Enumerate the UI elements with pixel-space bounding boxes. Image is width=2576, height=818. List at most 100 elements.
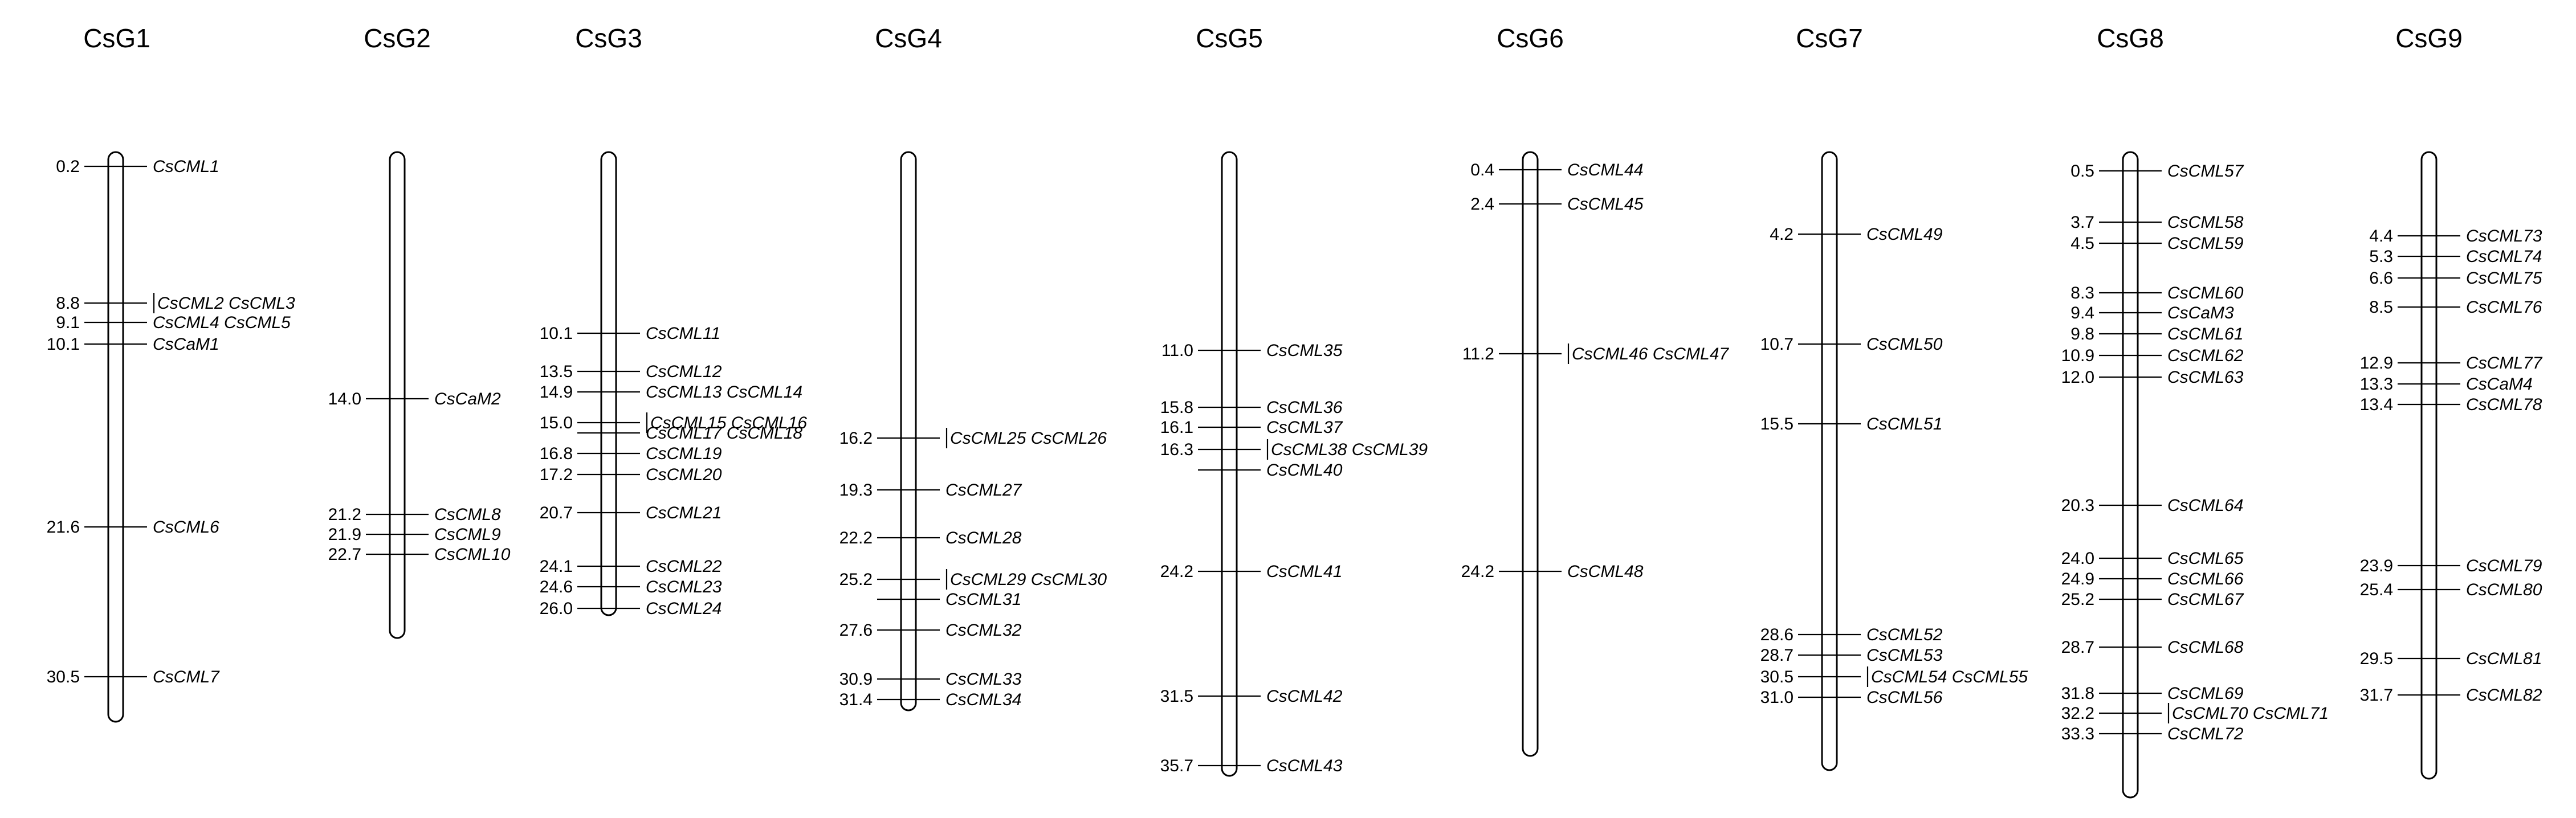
gene-label-csg4-3: CsCML29 CsCML30 <box>950 570 1107 589</box>
gene-label-csg5-7: CsCML43 <box>1266 756 1343 775</box>
position-label-csg3-2: 14.9 <box>540 383 573 402</box>
gene-label-csg9-4: CsCML77 <box>2466 354 2543 373</box>
gene-label-csg3-3: CsCML15 CsCML16 <box>650 414 807 432</box>
gene-label-csg3-8: CsCML22 <box>646 557 722 576</box>
gene-label-csg5-2: CsCML37 <box>1266 418 1343 437</box>
gene-name-cscml51: CsCML51 <box>1866 415 1942 433</box>
position-label-csg1-3: 10.1 <box>47 335 80 354</box>
position-label-csg8-14: 32.2 <box>2061 704 2094 723</box>
gene-label-csg8-14: CsCML70 CsCML71 <box>2172 704 2329 723</box>
gene-name-cscml58: CsCML58 <box>2167 213 2244 232</box>
gene-label-csg6-3: CsCML48 <box>1567 562 1644 581</box>
position-label-csg1-0: 0.2 <box>56 157 80 176</box>
gene-name-cscml33: CsCML33 <box>945 670 1022 689</box>
position-label-csg7-1: 10.7 <box>1760 335 1794 354</box>
position-label-csg3-7: 20.7 <box>540 504 573 522</box>
position-label-csg8-3: 8.3 <box>2070 284 2094 302</box>
gene-label-csg7-0: CsCML49 <box>1866 225 1943 244</box>
position-label-csg4-2: 22.2 <box>839 529 873 547</box>
gene-name-cscml12: CsCML12 <box>646 362 722 381</box>
gene-name-cscml23: CsCML23 <box>646 578 722 596</box>
position-label-csg2-2: 21.9 <box>328 525 361 544</box>
gene-name-cscml79: CsCML79 <box>2466 557 2542 575</box>
gene-name-cscml30: CsCML30 <box>1026 570 1107 589</box>
gene-name-cscml80: CsCML80 <box>2466 580 2542 599</box>
gene-label-csg4-0: CsCML25 CsCML26 <box>950 429 1107 448</box>
gene-label-csg8-6: CsCML62 <box>2167 346 2244 365</box>
position-label-csg3-9: 24.6 <box>540 578 573 596</box>
position-label-csg8-1: 3.7 <box>2070 213 2094 232</box>
position-label-csg7-3: 28.6 <box>1760 625 1794 644</box>
position-label-csg1-2: 9.1 <box>56 313 80 332</box>
gene-label-csg9-7: CsCML79 <box>2466 557 2542 575</box>
gene-label-csg8-3: CsCML60 <box>2167 284 2244 302</box>
gene-name-cscml18: CsCML18 <box>722 424 802 443</box>
gene-name-cscml7: CsCML7 <box>153 668 220 686</box>
gene-name-cscml75: CsCML75 <box>2466 269 2542 288</box>
gene-name-cscml11: CsCML11 <box>646 324 720 343</box>
gene-name-cscml8: CsCML8 <box>434 505 501 524</box>
chromosome-title-csg7: CsG7 <box>1796 23 1863 53</box>
position-label-csg9-8: 25.4 <box>2360 580 2393 599</box>
position-label-csg3-6: 17.2 <box>540 465 573 484</box>
chromosome-bar-csg4 <box>900 151 917 711</box>
gene-label-csg5-6: CsCML42 <box>1266 687 1343 706</box>
position-label-csg2-1: 21.2 <box>328 505 361 524</box>
gene-name-cscml3: CsCML3 <box>224 294 295 313</box>
gene-name-cscml52: CsCML52 <box>1866 625 1943 644</box>
position-label-csg7-5: 30.5 <box>1760 668 1794 686</box>
position-label-csg9-2: 6.6 <box>2369 269 2393 288</box>
chromosome-bar-csg5 <box>1221 151 1238 777</box>
gene-label-csg1-1: CsCML2 CsCML3 <box>157 294 295 313</box>
gene-label-csg5-5: CsCML41 <box>1266 562 1342 581</box>
position-label-csg3-8: 24.1 <box>540 557 573 576</box>
gene-label-csg9-10: CsCML82 <box>2466 686 2542 705</box>
gene-label-csg2-2: CsCML9 <box>434 525 501 544</box>
gene-label-csg8-7: CsCML63 <box>2167 368 2244 387</box>
gene-name-cscml73: CsCML73 <box>2466 227 2542 246</box>
gene-label-csg9-5: CsCaM4 <box>2466 375 2533 394</box>
gene-label-csg4-7: CsCML34 <box>945 690 1021 709</box>
gene-name-cscml57: CsCML57 <box>2167 162 2244 181</box>
position-label-csg8-9: 24.0 <box>2061 549 2094 568</box>
position-label-csg8-13: 31.8 <box>2061 684 2094 703</box>
position-label-csg1-5: 30.5 <box>47 668 80 686</box>
position-label-csg9-10: 31.7 <box>2360 686 2393 705</box>
gene-name-cscml44: CsCML44 <box>1567 161 1643 179</box>
gene-name-cscml27: CsCML27 <box>945 481 1022 500</box>
position-label-csg4-1: 19.3 <box>839 481 873 500</box>
gene-name-cscml22: CsCML22 <box>646 557 722 576</box>
position-label-csg8-15: 33.3 <box>2061 725 2094 743</box>
gene-name-cscml1: CsCML1 <box>153 157 219 176</box>
gene-label-csg3-10: CsCML24 <box>646 599 722 618</box>
gene-name-cscml32: CsCML32 <box>945 621 1022 640</box>
position-label-csg5-1: 15.8 <box>1160 398 1193 417</box>
gene-name-cscml72: CsCML72 <box>2167 725 2244 743</box>
gene-name-cscam3: CsCaM3 <box>2167 304 2234 322</box>
position-label-csg5-5: 24.2 <box>1160 562 1193 581</box>
gene-name-cscml16: CsCML16 <box>726 414 807 432</box>
position-label-csg8-2: 4.5 <box>2070 234 2094 253</box>
gene-label-csg3-1: CsCML12 <box>646 362 722 381</box>
gene-label-csg8-11: CsCML67 <box>2167 590 2244 609</box>
gene-name-cscml55: CsCML55 <box>1947 668 2028 686</box>
position-label-csg4-7: 31.4 <box>839 690 873 709</box>
gene-label-csg6-2: CsCML46 CsCML47 <box>1572 345 1729 363</box>
gene-label-csg8-8: CsCML64 <box>2167 496 2243 515</box>
chromosome-bar-csg9 <box>2420 151 2438 780</box>
gene-label-csg3-2: CsCML13 CsCML14 <box>646 383 802 402</box>
chromosome-bar-csg7 <box>1821 151 1838 771</box>
gene-label-csg7-4: CsCML53 <box>1866 646 1943 665</box>
gene-name-cscam2: CsCaM2 <box>434 390 501 408</box>
gene-name-cscml41: CsCML41 <box>1266 562 1342 581</box>
gene-label-csg8-2: CsCML59 <box>2167 234 2244 253</box>
gene-name-cscml13: CsCML13 <box>646 383 722 402</box>
chromosome-title-csg3: CsG3 <box>575 23 642 53</box>
position-label-csg8-7: 12.0 <box>2061 368 2094 387</box>
gene-label-csg9-0: CsCML73 <box>2466 227 2542 246</box>
chromosome-bar-csg6 <box>1522 151 1539 757</box>
gene-name-cscml81: CsCML81 <box>2466 649 2542 668</box>
gene-label-csg5-3: CsCML38 CsCML39 <box>1271 440 1428 459</box>
gene-label-csg4-2: CsCML28 <box>945 529 1022 547</box>
gene-label-csg8-1: CsCML58 <box>2167 213 2244 232</box>
